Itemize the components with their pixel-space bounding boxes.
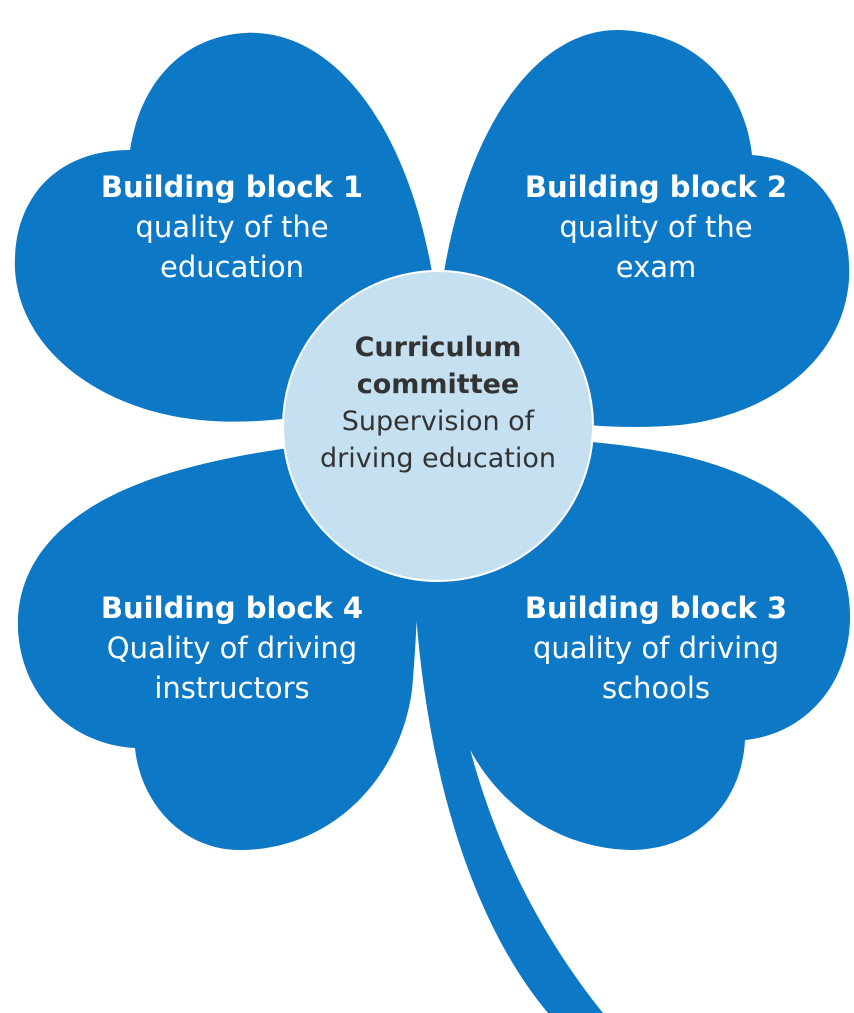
clover-stem [413,560,603,1013]
center-title-line1: Curriculum [354,332,522,363]
building-block-3-line2: schools [601,671,711,705]
building-block-1-title: Building block 1 [100,170,364,204]
building-block-4-label: Building block 4 Quality of driving inst… [62,588,402,708]
curriculum-committee-label: Curriculum committee Supervision of driv… [282,329,594,477]
center-title-line2: committee [356,369,520,400]
building-block-4-title: Building block 4 [100,591,364,625]
building-block-2-line1: quality of the [559,210,753,244]
building-block-1-label: Building block 1 quality of the educatio… [62,167,402,287]
building-block-3-line1: quality of driving [533,631,779,665]
building-block-2-label: Building block 2 quality of the exam [486,167,826,287]
building-block-2-line2: exam [615,250,697,284]
center-line2: driving education [319,443,557,474]
building-block-3-label: Building block 3 quality of driving scho… [486,588,826,708]
center-line1: Supervision of [341,406,535,437]
center-circle [282,270,594,582]
building-block-1-line2: education [160,250,304,284]
building-block-4-line2: instructors [154,671,310,705]
building-block-3-title: Building block 3 [524,591,788,625]
building-block-2-title: Building block 2 [524,170,788,204]
leaf-building-block-4 [17,435,420,850]
building-block-4-line1: Quality of driving [106,631,358,665]
building-block-1-line1: quality of the [135,210,329,244]
